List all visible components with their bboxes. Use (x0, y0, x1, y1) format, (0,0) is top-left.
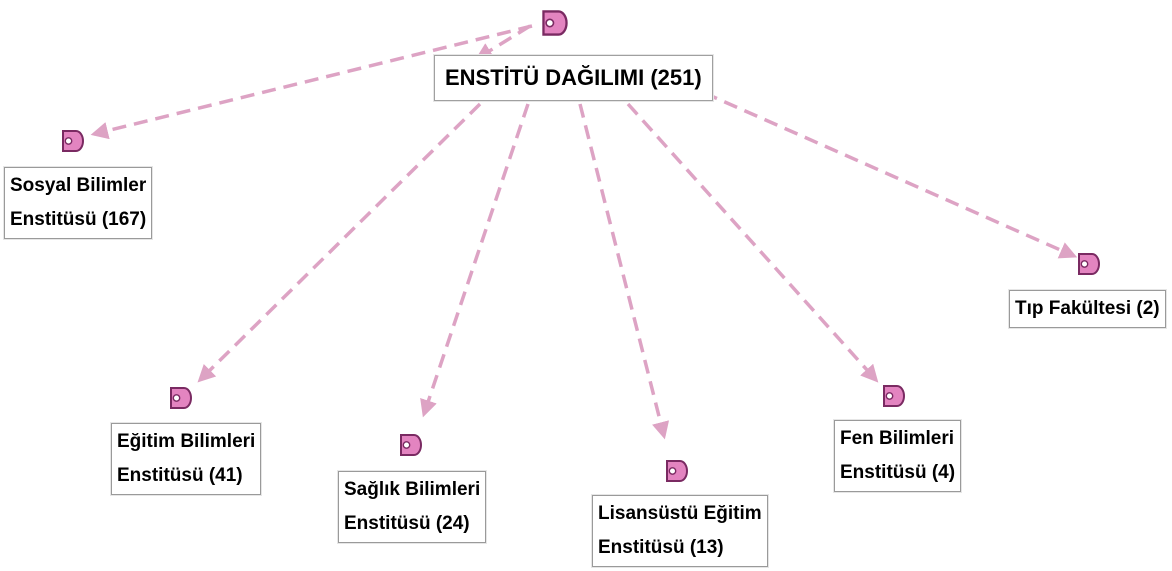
node-fen-bilimleri[interactable]: Fen Bilimleri Enstitüsü (4) (834, 420, 962, 492)
node-label-line1: Lisansüstü Eğitim (598, 503, 762, 524)
edge-egitim (197, 102, 482, 383)
node-label-line1: Sağlık Bilimleri (344, 479, 481, 500)
edge-saglik (420, 103, 530, 418)
node-label-line2: Enstitüsü (13) (598, 537, 724, 558)
node-label-line1: Tıp Fakültesi (2) (1015, 298, 1160, 319)
node-tag-icon[interactable] (168, 385, 194, 411)
node-lisansustu-egitim[interactable]: Lisansüstü Eğitim Enstitüsü (13) (592, 495, 768, 567)
node-tip-fakultesi[interactable]: Tıp Fakültesi (2) (1009, 290, 1166, 328)
node-tag-icon[interactable] (398, 432, 424, 458)
root-label-text: ENSTİTÜ DAĞILIMI (251) (445, 65, 702, 90)
node-saglik-bilimleri[interactable]: Sağlık Bilimleri Enstitüsü (24) (338, 471, 487, 543)
node-egitim-bilimleri[interactable]: Eğitim Bilimleri Enstitüsü (41) (111, 423, 262, 495)
edge-sosyal (90, 24, 533, 140)
node-tag-icon[interactable] (60, 128, 86, 154)
node-tag-icon[interactable] (881, 383, 907, 409)
edge-tip (683, 82, 1078, 259)
node-tag-icon[interactable] (540, 8, 570, 38)
node-label-line2: Enstitüsü (24) (344, 513, 470, 534)
node-tag-icon[interactable] (664, 458, 690, 484)
edge-lisansustu (578, 103, 670, 440)
edge-fen (626, 102, 879, 383)
node-label-line2: Enstitüsü (4) (840, 462, 956, 483)
edge-to-root (475, 24, 531, 60)
node-label-line1: Fen Bilimleri (840, 428, 955, 449)
node-label-line2: Enstitüsü (167) (10, 209, 147, 230)
node-label-line1: Sosyal Bilimler (10, 175, 147, 196)
node-tag-icon[interactable] (1076, 251, 1102, 277)
root-label[interactable]: ENSTİTÜ DAĞILIMI (251) (434, 55, 713, 101)
node-label-line2: Enstitüsü (41) (117, 465, 243, 486)
node-sosyal-bilimler[interactable]: Sosyal Bilimler Enstitüsü (167) (4, 167, 153, 239)
node-label-line1: Eğitim Bilimleri (117, 431, 256, 452)
